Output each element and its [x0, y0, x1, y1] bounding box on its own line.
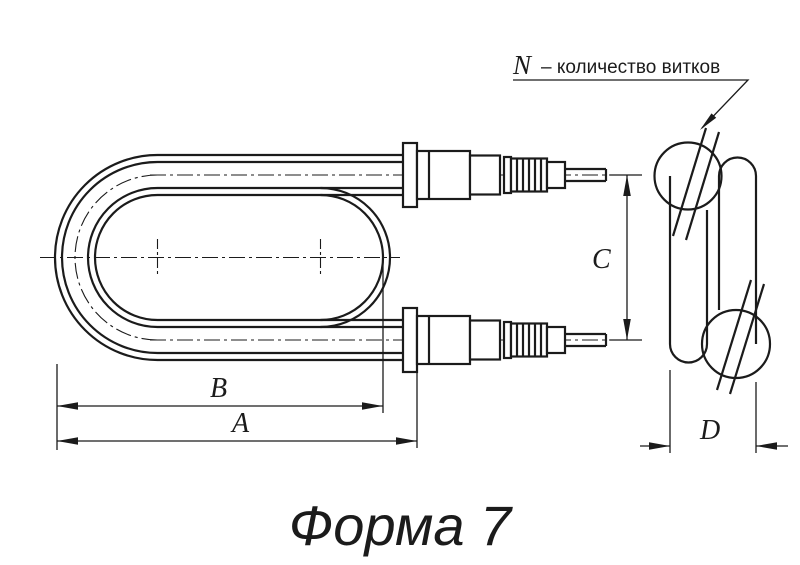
coil-turn-lines — [671, 127, 766, 395]
dimension-b: B — [56, 258, 384, 450]
n-description: – количество витков — [541, 57, 720, 78]
dim-label-b: B — [210, 373, 227, 404]
leader-arrow — [700, 113, 717, 130]
dimension-c: C — [592, 174, 642, 341]
dimension-a: A — [57, 372, 418, 448]
n-symbol: N — [512, 50, 533, 80]
dim-label-c: C — [592, 244, 611, 275]
end-view — [653, 127, 772, 395]
dim-label-a: A — [230, 408, 250, 439]
dim-label-d: D — [699, 415, 720, 446]
drawing-title: Форма 7 — [289, 494, 513, 557]
tube-body — [53, 153, 403, 362]
leader-line — [513, 79, 750, 129]
annotation-n: N – количество витков — [512, 50, 750, 130]
coil-top-loop — [653, 141, 723, 211]
centerlines — [40, 174, 618, 341]
coil-bottom-loop — [700, 308, 772, 380]
main-view — [40, 141, 618, 374]
dimension-d: D — [640, 370, 788, 453]
